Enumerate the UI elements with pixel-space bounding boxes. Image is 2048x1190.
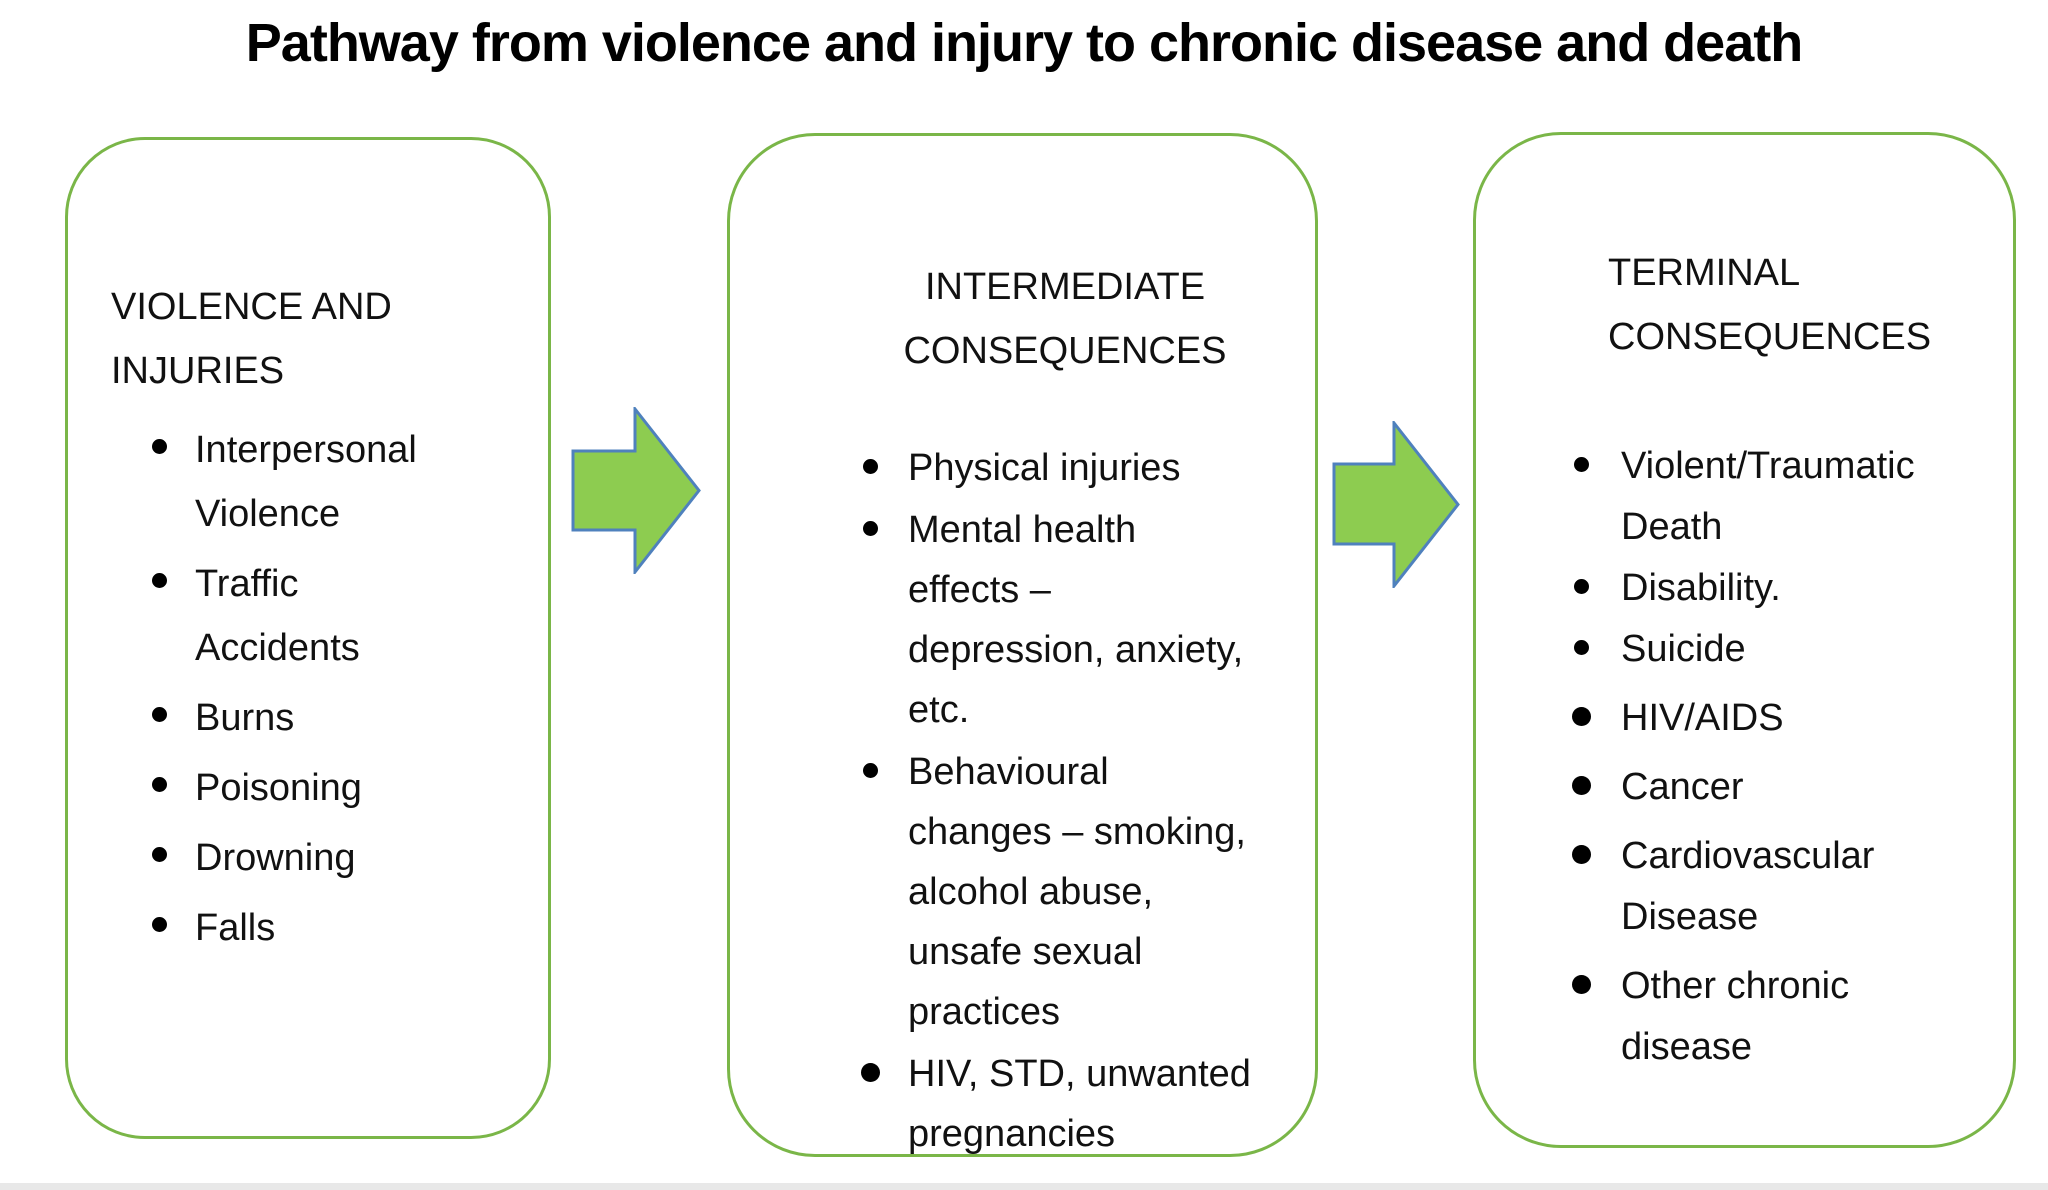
list-item-text: etc. <box>908 689 970 731</box>
list-item-text: depression, anxiety, <box>908 629 1244 671</box>
list-item-text: effects – <box>908 569 1051 611</box>
list-item-continuation: changes – smoking, <box>730 802 1315 862</box>
list-item-continuation: Accidents <box>68 616 548 680</box>
list-item-continuation: depression, anxiety, <box>730 620 1315 680</box>
page-edge-shadow <box>0 1183 2048 1190</box>
bullet-icon <box>1572 707 1591 726</box>
list-item-continuation: unsafe sexual <box>730 922 1315 982</box>
list-item: Other chronic <box>1476 956 2013 1017</box>
list-item-text: Accidents <box>195 627 360 669</box>
list-item-continuation: Death <box>1476 497 2013 558</box>
list-item-text: Falls <box>195 907 276 949</box>
list-item: Drowning <box>68 826 548 890</box>
bullet-icon <box>152 847 167 862</box>
list-item-text: HIV, STD, unwanted <box>908 1053 1251 1095</box>
list-item: Mental health <box>730 500 1315 560</box>
list-item-text: changes – smoking, <box>908 811 1246 853</box>
list-item: Interpersonal <box>68 418 548 482</box>
bullet-icon <box>152 439 167 454</box>
box-heading-line: CONSEQUENCES <box>1608 316 1932 358</box>
list-item: Violent/Traumatic <box>1476 436 2013 497</box>
list-item-text: Suicide <box>1621 628 1746 670</box>
list-item-text: Burns <box>195 697 295 739</box>
list-item-text: Drowning <box>195 837 356 879</box>
bullet-icon <box>1572 776 1591 795</box>
bullet-icon <box>1574 457 1589 472</box>
list-item-text: pregnancies <box>908 1113 1116 1155</box>
list-item: Behavioural <box>730 742 1315 802</box>
list-item: Poisoning <box>68 756 548 820</box>
bullet-icon <box>1572 845 1591 864</box>
list-item-continuation: practices <box>730 982 1315 1042</box>
list-item-text: Other chronic <box>1621 965 1850 1007</box>
list-item-text: Disease <box>1621 896 1759 938</box>
list-item-continuation: etc. <box>730 680 1315 740</box>
bullet-icon <box>1574 640 1589 655</box>
list-item-text: Physical injuries <box>908 447 1181 489</box>
box-heading-line: INJURIES <box>111 350 285 392</box>
bullet-icon <box>863 521 878 536</box>
flow-arrow-right-icon <box>1332 421 1460 588</box>
list-item-text: Violent/Traumatic <box>1621 445 1915 487</box>
diagram-title: Pathway from violence and injury to chro… <box>245 13 1803 73</box>
bullet-icon <box>1572 975 1591 994</box>
box-heading-line: TERMINAL <box>1608 252 1801 294</box>
list-item-continuation: effects – <box>730 560 1315 620</box>
bullet-icon <box>152 707 167 722</box>
list-item: Traffic <box>68 552 548 616</box>
bullet-icon <box>152 917 167 932</box>
box-heading-line: VIOLENCE AND <box>111 286 392 328</box>
list-item-text: Violence <box>195 493 341 535</box>
list-item-text: practices <box>908 991 1061 1033</box>
list-item-text: Traffic <box>195 563 299 605</box>
list-item-text: Death <box>1621 506 1723 548</box>
bullet-icon <box>1574 579 1589 594</box>
bullet-icon <box>152 573 167 588</box>
list-item: Cancer <box>1476 757 2013 818</box>
list-item: Burns <box>68 686 548 750</box>
box-heading: INTERMEDIATE CONSEQUENCES <box>870 255 1260 383</box>
list-item: Falls <box>68 896 548 960</box>
list-item: Cardiovascular <box>1476 826 2013 887</box>
list-item-text: Cardiovascular <box>1621 835 1875 877</box>
list-item-text: Interpersonal <box>195 429 417 471</box>
list-item: HIV/AIDS <box>1476 688 2013 749</box>
list-item-continuation: Violence <box>68 482 548 546</box>
list-item: Physical injuries <box>730 438 1315 498</box>
list-item: Disability. <box>1476 558 2013 619</box>
list-item-continuation: pregnancies <box>730 1104 1315 1164</box>
list-item-text: unsafe sexual <box>908 931 1143 973</box>
list-item-text: Disability. <box>1621 567 1781 609</box>
list-item-continuation: alcohol abuse, <box>730 862 1315 922</box>
box-heading: VIOLENCE AND INJURIES <box>111 275 392 403</box>
bullet-icon <box>152 777 167 792</box>
list-item: Suicide <box>1476 619 2013 680</box>
box-heading-line: CONSEQUENCES <box>903 330 1227 372</box>
list-item-text: Cancer <box>1621 766 1744 808</box>
box-heading: TERMINAL CONSEQUENCES <box>1608 241 1931 369</box>
bullet-icon <box>863 459 878 474</box>
list-item-text: HIV/AIDS <box>1621 697 1784 739</box>
list-item-text: Behavioural <box>908 751 1109 793</box>
list-item-text: Mental health <box>908 509 1137 551</box>
box-heading-line: INTERMEDIATE <box>924 266 1206 308</box>
bullet-icon <box>861 1063 880 1082</box>
list-item-text: Poisoning <box>195 767 362 809</box>
list-item-continuation: disease <box>1476 1017 2013 1078</box>
flow-arrow-right-icon <box>571 407 701 574</box>
list-item-text: disease <box>1621 1026 1752 1068</box>
list-item: HIV, STD, unwanted <box>730 1044 1315 1104</box>
list-item-continuation: Disease <box>1476 887 2013 948</box>
bullet-icon <box>863 763 878 778</box>
list-item-text: alcohol abuse, <box>908 871 1154 913</box>
box-intermediate-consequences: INTERMEDIATE CONSEQUENCES Physical injur… <box>727 133 1318 1157</box>
